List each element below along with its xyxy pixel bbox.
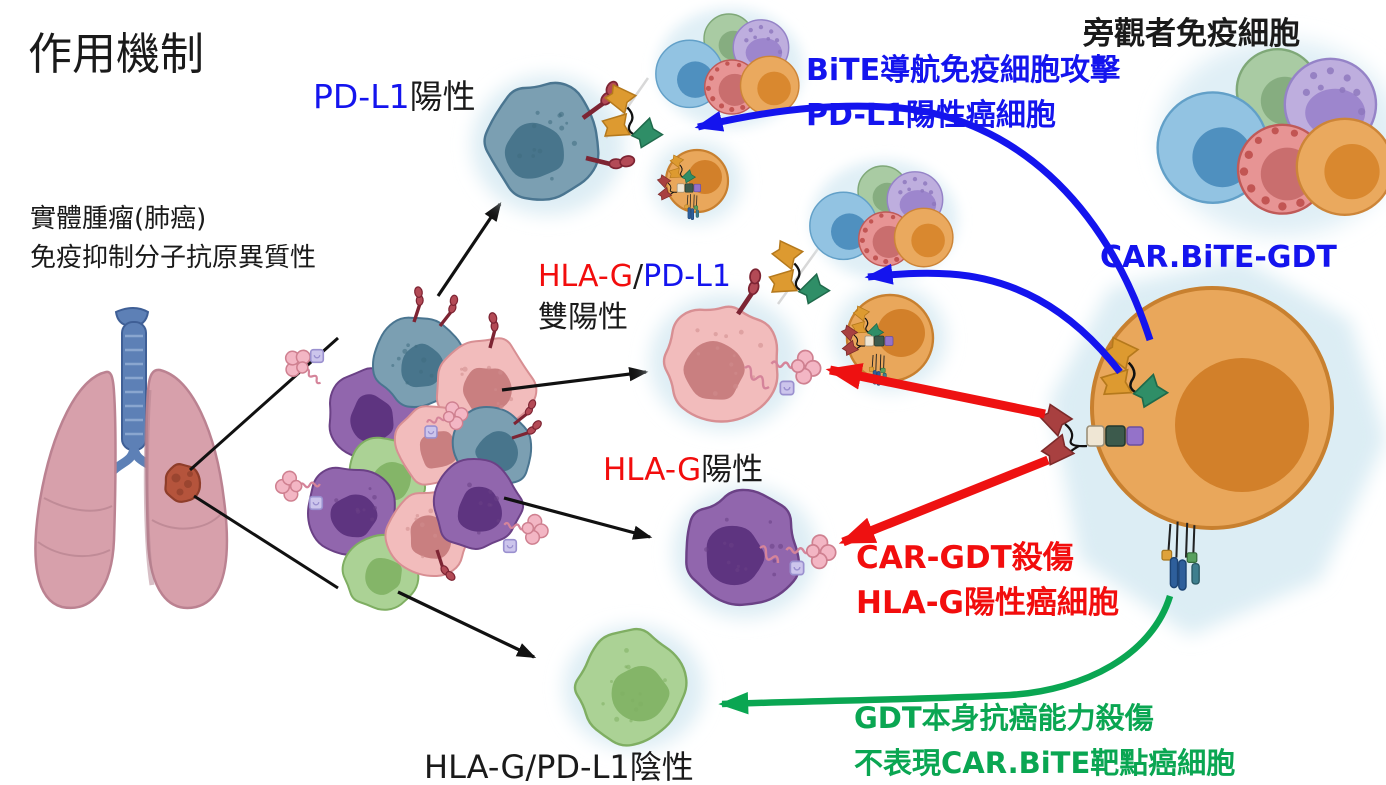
immune-cluster-bystander [1158, 40, 1386, 237]
tumor-cell-cluster [273, 282, 552, 611]
bystander-cells-label: 旁觀者免疫細胞 [1083, 16, 1300, 52]
double-negative-cell [564, 626, 704, 750]
hlag-positive-cell [673, 486, 838, 618]
gdt-kill-label: GDT本身抗癌能力殺傷 不表現CAR.BiTE靶點癌細胞 [854, 701, 1236, 780]
bite-attack-label: BiTE導航免疫細胞攻擊 PD-L1陽性癌細胞 [806, 53, 1121, 133]
car-bite-gdt-cell [1038, 258, 1386, 636]
tumor-heterogeneity-label: 實體腫瘤(肺癌) 免疫抑制分子抗原異質性 [30, 204, 317, 273]
gdt-arrow [718, 595, 1174, 715]
pdl1-positive-cell [472, 75, 638, 215]
hlag-positive-label: HLA-G陽性 [603, 452, 764, 488]
page-title: 作用機制 [28, 29, 204, 80]
mini-gdt-cell-mid [834, 285, 946, 391]
immune-cluster-mid [810, 160, 957, 280]
bite-arrows [694, 102, 1154, 375]
pdl1-positive-label: PD-L1陽性 [313, 77, 476, 116]
double-positive-cell [650, 265, 824, 430]
car-bite-gdt-label: CAR.BiTE-GDT [1100, 240, 1337, 275]
car-kill-label: CAR-GDT殺傷 HLA-G陽性癌細胞 [856, 540, 1119, 621]
phenotype-arrows [397, 202, 653, 659]
car-arrows [825, 363, 1050, 547]
mini-gdt-cell-top [653, 141, 741, 223]
left-lung [34, 370, 117, 610]
lungs-illustration [34, 307, 229, 610]
lung-tumor-nodule [164, 463, 202, 503]
double-positive-label: HLA-G/PD-L1 雙陽性 [538, 259, 731, 335]
double-negative-label: HLA-G/PD-L1陰性 [424, 748, 694, 785]
